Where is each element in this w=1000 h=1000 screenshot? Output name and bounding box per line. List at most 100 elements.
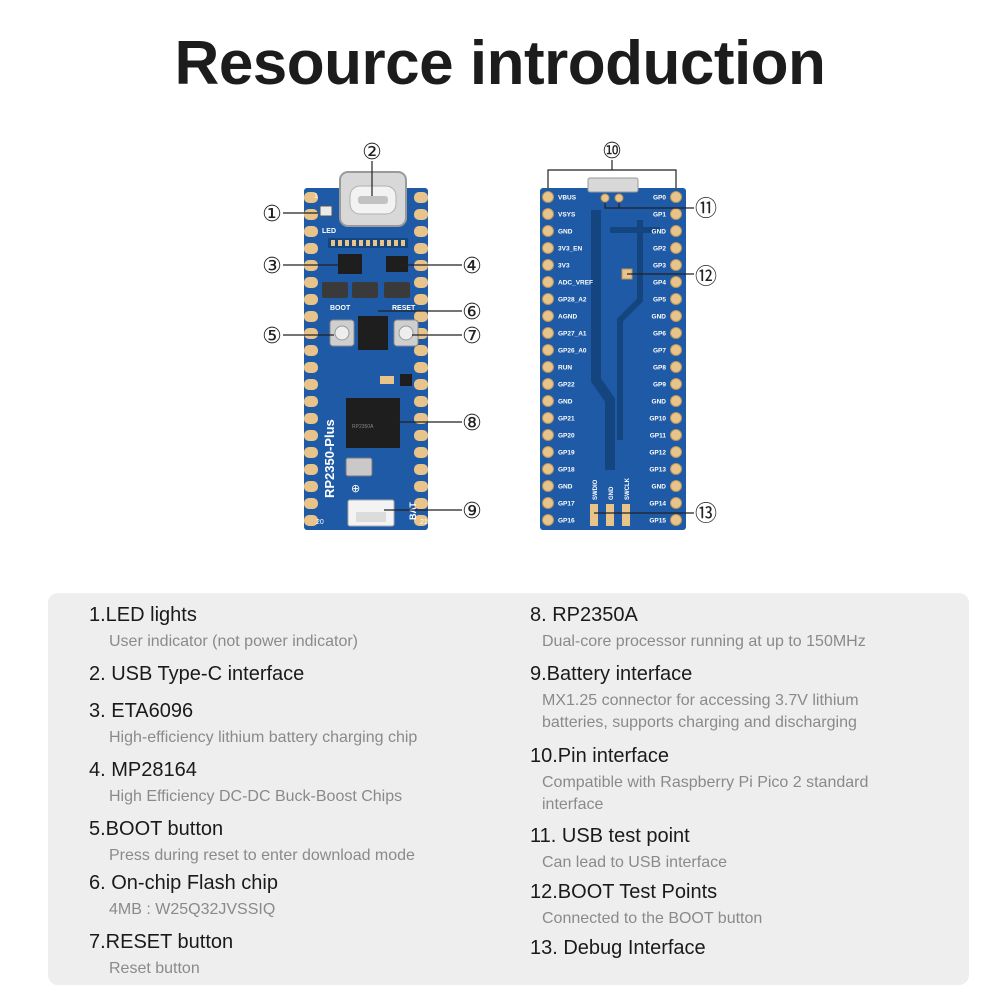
feature-description-line: 4MB : W25Q32JVSSIQ [109, 901, 276, 918]
front-pad-right [414, 243, 428, 254]
back-pad-right [670, 429, 682, 441]
front-pad-left [304, 243, 318, 254]
feature-title: 7.RESET button [89, 931, 234, 953]
back-pad-right [670, 480, 682, 492]
debug-label: SWCLK [625, 477, 631, 500]
pin-label-left: GP21 [558, 416, 575, 423]
back-pad-left [542, 276, 554, 288]
feature-title: 6. On-chip Flash chip [89, 872, 278, 894]
front-pad-right [414, 498, 428, 509]
rp2350a-chip [346, 398, 400, 448]
feature-description-line: Connected to the BOOT button [542, 910, 763, 927]
pin-label-left: GP20 [558, 433, 575, 440]
usb-test-point-1 [600, 193, 610, 203]
pin-label-right: GP6 [653, 331, 666, 338]
pin-label-right: GP11 [650, 433, 667, 440]
feature-description-line: Reset button [109, 960, 200, 977]
back-pad-left [542, 514, 554, 526]
feature-description-line: Press during reset to enter download mod… [109, 847, 415, 864]
back-pad-right [670, 259, 682, 271]
led-label: LED [322, 228, 336, 235]
back-pad-right [670, 208, 682, 220]
feature-title: 13. Debug Interface [530, 937, 706, 959]
right-feature-item: 13. Debug Interface [530, 936, 706, 960]
front-pad-right [414, 379, 428, 390]
feature-description: Compatible with Raspberry Pi Pico 2 stan… [530, 772, 868, 816]
back-pad-left [542, 259, 554, 271]
feature-title: 2. USB Type-C interface [89, 663, 305, 685]
front-pad-left [304, 464, 318, 475]
callout-number: ③ [262, 254, 282, 279]
feature-description-line: User indicator (not power indicator) [109, 633, 358, 650]
board-diagram: LED 1 BOOT RESET RP2350A RP2350-Plus [262, 139, 717, 530]
feature-title: 8. RP2350A [530, 604, 638, 626]
pin-label-right: GP4 [653, 280, 666, 287]
plus-label: ⊕ [351, 482, 360, 495]
pin-label-right: GND [652, 484, 667, 491]
front-pad-right [414, 277, 428, 288]
back-pad-left [542, 208, 554, 220]
callout-number: ⑫ [695, 265, 717, 290]
pin-label-right: GP14 [649, 501, 666, 508]
callout-number: ⑨ [462, 499, 482, 524]
front-pad-right [414, 447, 428, 458]
feature-description: Reset button [89, 958, 233, 980]
back-pad-left [542, 293, 554, 305]
eta6096-chip [338, 254, 362, 274]
back-pad-right [670, 361, 682, 373]
feature-title: 9.Battery interface [530, 663, 693, 685]
front-pad-left [304, 379, 318, 390]
feature-description-line: interface [542, 796, 604, 813]
feature-title: 1.LED lights [89, 604, 197, 626]
feature-description: Press during reset to enter download mod… [89, 845, 415, 867]
feature-title: 12.BOOT Test Points [530, 881, 718, 903]
front-pad-right [414, 311, 428, 322]
back-pad-left [542, 446, 554, 458]
pin-label-right: GP1 [653, 212, 666, 219]
front-pad-left [304, 396, 318, 407]
front-pad-left [304, 447, 318, 458]
back-pad-left [542, 327, 554, 339]
back-board: VBUSVSYSGND3V3_EN3V3ADC_VREFGP28_A2AGNDG… [540, 177, 686, 530]
pin-label-left: GND [558, 229, 573, 236]
smd-component [352, 240, 356, 246]
front-pad-right [414, 362, 428, 373]
debug-pad-gnd [606, 504, 614, 526]
feature-description: 4MB : W25Q32JVSSIQ [89, 899, 278, 921]
debug-label: GND [609, 486, 615, 500]
feature-description: User indicator (not power indicator) [89, 631, 358, 653]
front-pad-left [304, 311, 318, 322]
front-pad-right [414, 464, 428, 475]
usb-test-point-2 [614, 193, 624, 203]
front-pad-left [304, 430, 318, 441]
board-name: RP2350-Plus [322, 419, 337, 498]
front-pad-right [414, 430, 428, 441]
feature-description: MX1.25 connector for accessing 3.7V lith… [530, 690, 859, 734]
front-pad-left [304, 209, 318, 220]
back-pad-right [670, 293, 682, 305]
back-pad-left [542, 225, 554, 237]
front-pad-left [304, 328, 318, 339]
smd-component [345, 240, 349, 246]
feature-description: Connected to the BOOT button [530, 908, 762, 930]
back-pad-left [542, 191, 554, 203]
front-pad-right [414, 413, 428, 424]
front-pad-left [304, 498, 318, 509]
reset-label: RESET [392, 305, 416, 312]
feature-description-line: MX1.25 connector for accessing 3.7V lith… [542, 692, 859, 709]
smd-component [373, 240, 377, 246]
front-pad-right [414, 345, 428, 356]
pin-label-right: GND [652, 399, 667, 406]
front-pad-left [304, 345, 318, 356]
back-pad-right [670, 310, 682, 322]
pin-label-right: GP8 [653, 365, 666, 372]
callout-number: ⑧ [462, 411, 482, 436]
pin1-label: 1 [314, 193, 318, 200]
callout-number: ⑬ [695, 502, 717, 527]
back-pad-left [542, 395, 554, 407]
pin-label-right: GP9 [653, 382, 666, 389]
pin-label-right: GP5 [653, 297, 666, 304]
pin-label-left: VBUS [558, 195, 577, 202]
